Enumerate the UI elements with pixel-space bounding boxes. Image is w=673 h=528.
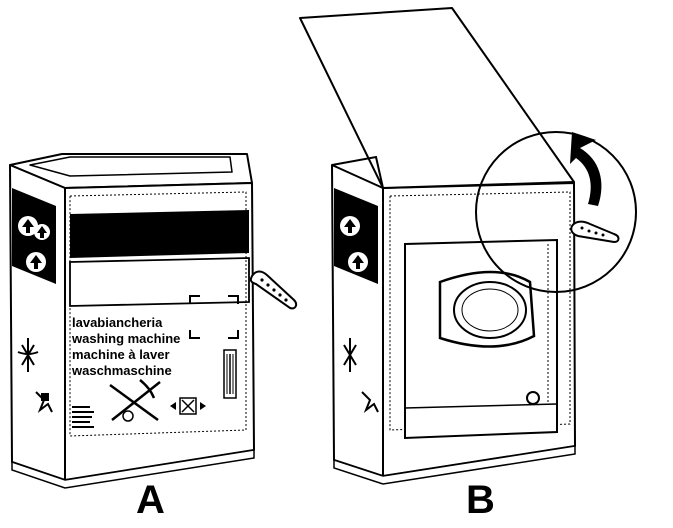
box-text-line-4: waschmaschine [71,363,172,378]
box-text-line-2: washing machine [71,331,180,346]
rotate-arrow-icon [570,132,602,206]
small-print-block [72,406,94,428]
machine-knob [526,391,540,405]
up-arrow-icon-b [340,216,368,272]
box-b-base [333,445,576,485]
fragile-icon-b [343,338,357,372]
washing-machine [404,238,558,440]
panel-label-b: B [466,478,495,522]
fragile-icon [17,338,39,372]
keep-dry-icon [35,391,53,413]
box-b-lid [299,7,575,189]
keep-dry-icon-front [170,402,206,410]
no-tools-icon [109,379,161,422]
box-a-corner-marks [189,295,239,339]
recycle-icon [179,397,197,415]
key-tool-icon [249,270,298,310]
box-text-line-1: lavabiancheria [72,315,163,330]
box-a-dotted-outline [69,191,247,437]
box-a-black-band [70,210,249,258]
box-a-label-panel [69,257,250,307]
box-b-dotted-outline [389,191,571,431]
box-a-text-block: lavabiancheria washing machine machine à… [71,315,180,378]
up-arrow-icon [18,216,50,272]
barcode-label [223,349,237,399]
box-a-base [11,449,255,489]
panel-label-a: A [136,478,165,522]
box-text-line-3: machine à laver [72,347,170,362]
detail-circle [475,131,637,293]
key-tool-icon-b [570,220,620,244]
keep-dry-icon-b [361,391,379,413]
